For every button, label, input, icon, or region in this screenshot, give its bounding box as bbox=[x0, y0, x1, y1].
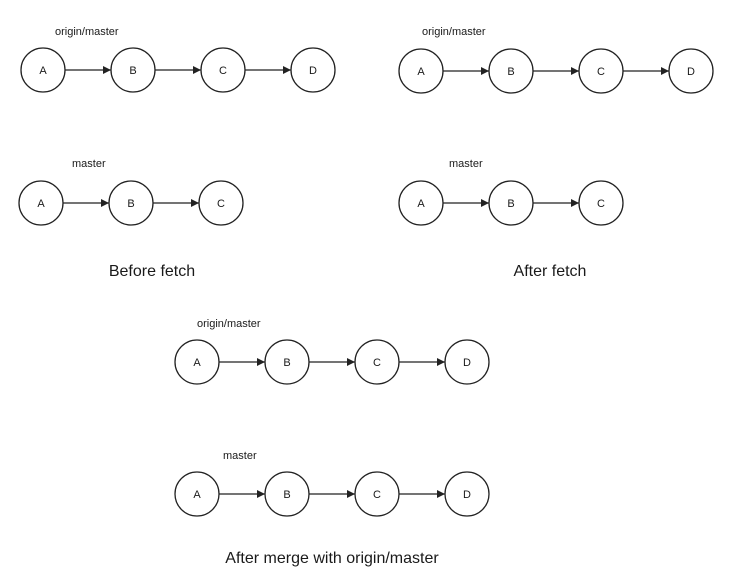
commit-label: A bbox=[417, 66, 425, 78]
commit-label: B bbox=[127, 198, 134, 210]
caption-after-merge: After merge with origin/master bbox=[225, 550, 439, 567]
commit-node-b: B bbox=[488, 180, 534, 226]
commit-node-d: D bbox=[668, 48, 714, 94]
commit-node-d: D bbox=[290, 47, 336, 93]
commit-node-b: B bbox=[110, 47, 156, 93]
commit-node-c: C bbox=[578, 180, 624, 226]
commit-node-b: B bbox=[488, 48, 534, 94]
commit-label: A bbox=[39, 65, 47, 77]
commit-node-a: A bbox=[174, 471, 220, 517]
commit-node-c: C bbox=[578, 48, 624, 94]
commit-label: B bbox=[283, 489, 290, 501]
commit-node-b: B bbox=[108, 180, 154, 226]
commit-label: B bbox=[283, 357, 290, 369]
commit-label: C bbox=[597, 198, 605, 210]
commit-node-d: D bbox=[444, 339, 490, 385]
commit-node-a: A bbox=[398, 180, 444, 226]
branch-label: origin/master bbox=[422, 26, 486, 38]
commit-node-c: C bbox=[354, 471, 400, 517]
commit-node-a: A bbox=[398, 48, 444, 94]
commit-label: D bbox=[309, 65, 317, 77]
commit-label: B bbox=[507, 198, 514, 210]
commit-label: C bbox=[373, 357, 381, 369]
commit-label: D bbox=[687, 66, 695, 78]
commit-label: A bbox=[193, 489, 201, 501]
commit-label: D bbox=[463, 489, 471, 501]
commit-label: C bbox=[217, 198, 225, 210]
commit-node-b: B bbox=[264, 339, 310, 385]
commit-node-d: D bbox=[444, 471, 490, 517]
commit-label: B bbox=[507, 66, 514, 78]
branch-label: master bbox=[72, 158, 106, 170]
branch-label: origin/master bbox=[197, 318, 261, 330]
commit-node-b: B bbox=[264, 471, 310, 517]
commit-label: A bbox=[417, 198, 425, 210]
commit-label: C bbox=[373, 489, 381, 501]
commit-label: A bbox=[37, 198, 45, 210]
commit-label: A bbox=[193, 357, 201, 369]
commit-label: D bbox=[463, 357, 471, 369]
commit-label: C bbox=[219, 65, 227, 77]
branch-label: master bbox=[223, 450, 257, 462]
commit-label: B bbox=[129, 65, 136, 77]
commit-label: C bbox=[597, 66, 605, 78]
commit-node-a: A bbox=[18, 180, 64, 226]
caption-before-fetch: Before fetch bbox=[109, 263, 195, 280]
caption-after-fetch: After fetch bbox=[514, 263, 587, 280]
commit-node-a: A bbox=[20, 47, 66, 93]
commit-node-c: C bbox=[200, 47, 246, 93]
branch-label: origin/master bbox=[55, 26, 119, 38]
commit-node-c: C bbox=[354, 339, 400, 385]
commit-node-c: C bbox=[198, 180, 244, 226]
branch-label: master bbox=[449, 158, 483, 170]
commit-node-a: A bbox=[174, 339, 220, 385]
